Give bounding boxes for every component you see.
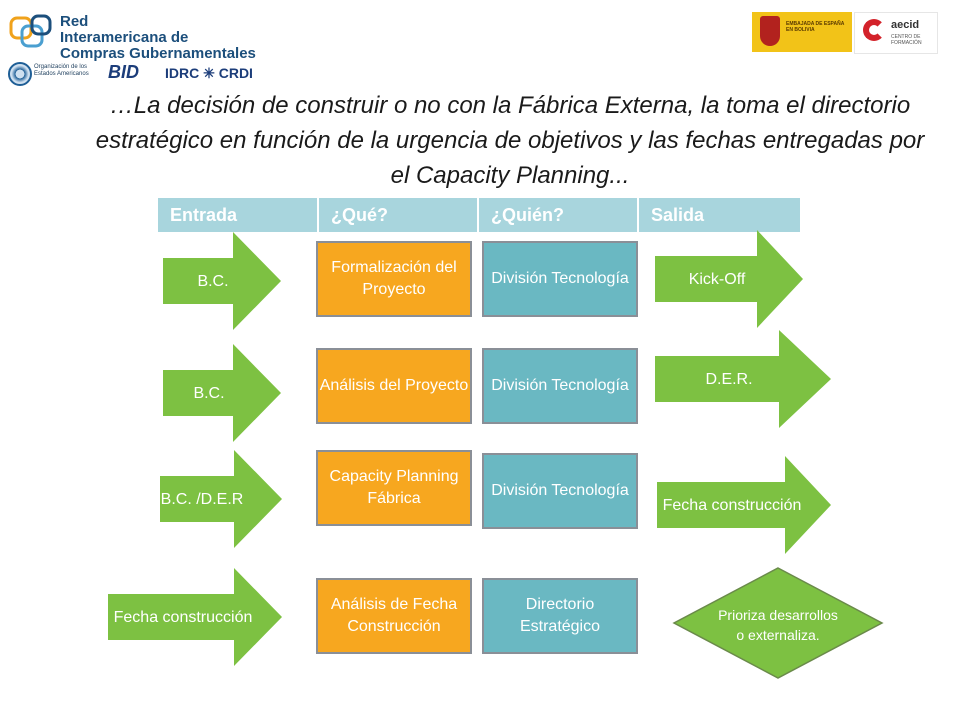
que-box: Capacity Planning Fábrica <box>316 450 472 526</box>
logo-line-2: Interamericana de <box>60 29 189 46</box>
que-box: Análisis de Fecha Construcción <box>316 578 472 654</box>
salida-label: Fecha construcción <box>662 496 802 514</box>
que-box: Formalización del Proyecto <box>316 241 472 317</box>
column-header-quien: ¿Quién? <box>479 198 639 232</box>
quien-box: Directorio Estratégico <box>482 578 638 654</box>
idrc-logo: IDRC ✳ CRDI <box>165 65 253 81</box>
aecid-mark-icon <box>863 19 885 41</box>
rings-icon <box>9 14 52 48</box>
oea-seal-icon <box>8 62 32 86</box>
entrada-arrow: B.C. /D.E.R <box>160 450 282 548</box>
aecid-logo-text: aecid <box>891 19 920 31</box>
column-header-entrada: Entrada <box>158 198 319 232</box>
quien-box: División Tecnología <box>482 453 638 529</box>
decision-label: Prioriza desarrollos o externaliza. <box>718 607 838 643</box>
decision-diamond: Prioriza desarrollos o externaliza. <box>672 566 884 680</box>
logo-line-3: Compras Gubernamentales <box>60 45 256 62</box>
quien-box: División Tecnología <box>482 241 638 317</box>
logo-line-1: Red <box>60 13 89 30</box>
salida-label: D.E.R. <box>705 370 753 388</box>
coat-of-arms-icon <box>760 16 780 46</box>
salida-arrow: D.E.R. <box>655 330 831 428</box>
entrada-label: B.C. <box>197 272 229 290</box>
quien-box: División Tecnología <box>482 348 638 424</box>
entrada-label: Fecha construcción <box>113 608 253 626</box>
spain-logo-text: EMBAJADA DE ESPAÑA EN BOLIVIA <box>786 21 845 33</box>
entrada-arrow: Fecha construcción <box>108 568 282 666</box>
oea-logo-text: Organización de los Estados Americanos <box>34 64 89 77</box>
salida-arrow: Fecha construcción <box>657 456 831 554</box>
entrada-arrow: B.C. <box>163 344 281 442</box>
entrada-label: B.C. <box>193 384 225 402</box>
entrada-label: B.C. /D.E.R <box>160 490 244 508</box>
salida-label: Kick-Off <box>688 270 746 288</box>
red-interamericana-logo: Red Interamericana de Compras Gubernamen… <box>8 12 258 64</box>
bid-logo: BID <box>108 62 139 82</box>
entrada-arrow: B.C. <box>163 232 281 330</box>
aecid-logo-subtext: CENTRO DE FORMACIÓN <box>891 34 922 46</box>
aecid-logo: aecid CENTRO DE FORMACIÓN <box>854 12 938 54</box>
que-box: Análisis del Proyecto <box>316 348 472 424</box>
spain-embassy-logo: EMBAJADA DE ESPAÑA EN BOLIVIA <box>752 12 852 52</box>
salida-arrow: Kick-Off <box>655 230 803 328</box>
slide-heading: …La decisión de construir o no con la Fá… <box>95 92 925 189</box>
column-header-salida: Salida <box>639 198 800 232</box>
column-header-que: ¿Qué? <box>319 198 479 232</box>
partner-logos: Organización de los Estados Americanos B… <box>8 62 278 88</box>
